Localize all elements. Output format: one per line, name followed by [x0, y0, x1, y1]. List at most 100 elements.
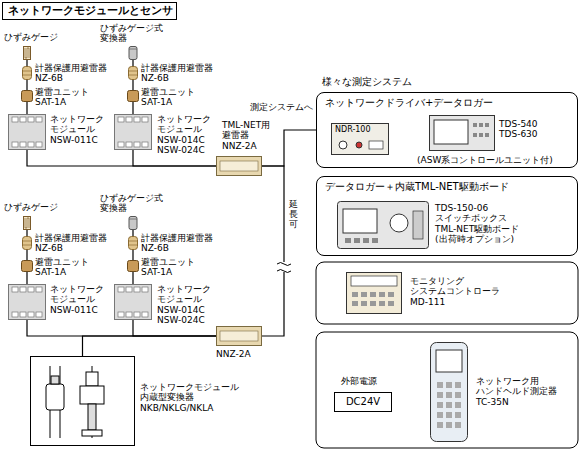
label-text: ネットワークモジュールとセンサ: [8, 5, 173, 18]
strain-gauge-icon: [23, 46, 31, 60]
handheld-meter-icon: [430, 342, 468, 442]
net-arrester-icon: [216, 156, 262, 176]
arrester-icon: [128, 66, 138, 80]
arrester: 計器保護用避雷器 NZ-6B: [22, 66, 32, 80]
label-text: 計器保護用避雷器 NZ-6B: [35, 63, 107, 84]
label-text: ネットワーク用 ハンドヘルド測定器 TC-35N: [476, 376, 557, 407]
label-text: ネットワーク モジュール NSW-011C: [50, 114, 104, 145]
system-controller: モニタリング システムコントローラ MD-111: [346, 272, 402, 314]
label-text: 測定システムへ: [250, 102, 313, 112]
label-text: ネットワーク モジュール NSW-014C NSW-024C: [157, 114, 211, 155]
connector-line: [83, 336, 217, 356]
connector-line: [262, 130, 316, 166]
arrester: 計器保護用避雷器 NZ-6B: [128, 236, 138, 250]
connector-line: [26, 102, 27, 114]
connector-line: [132, 230, 133, 236]
connector-line: [132, 250, 133, 260]
system-controller-icon: [346, 272, 402, 314]
connector-line: [132, 272, 133, 284]
transducer-icon: [128, 46, 138, 60]
label-text: 外部電源: [341, 376, 377, 386]
data-logger: TDS-540 TDS-630(ASW系コントロールユニット付): [429, 115, 495, 151]
label-text: (ASW系コントロールユニット付): [417, 155, 553, 165]
break-gap: [277, 262, 291, 272]
label-text: TDS-150-06 スイッチボックス TML-NET駆動ボード (出荷時オプシ…: [435, 203, 519, 244]
label-text: DC24V: [346, 396, 380, 408]
connector-line: [262, 166, 284, 336]
label-text: ひずみゲージ式 変換器: [100, 23, 163, 44]
connector-line: [26, 60, 27, 66]
arrester-unit-icon: [21, 90, 33, 102]
network-module-icon: [8, 284, 46, 320]
net-arrester-icon: [216, 326, 262, 346]
label-text: TML-NET用 避雷器 NNZ-2A: [222, 120, 270, 151]
arrester-icon: [22, 236, 32, 250]
network-module-icon: [114, 114, 152, 150]
network-module: ネットワーク モジュール NSW-011C: [8, 114, 46, 150]
arrester: 計器保護用避雷器 NZ-6B: [22, 236, 32, 250]
data-logger-icon: [429, 115, 495, 151]
arrester-unit-icon: [21, 260, 33, 272]
network-module: ネットワーク モジュール NSW-014C NSW-024C: [114, 114, 152, 150]
network-driver: NDR-100: [331, 123, 389, 155]
arrester-icon: [128, 236, 138, 250]
label-text: ひずみゲージ: [4, 202, 58, 212]
label-text: 計器保護用避雷器 NZ-6B: [35, 233, 107, 254]
label-text: TDS-540 TDS-630: [499, 119, 538, 140]
data-logger-icon: [337, 201, 429, 249]
network-module-icon: [114, 284, 152, 320]
handheld-meter: ネットワーク用 ハンドヘルド測定器 TC-35N: [430, 342, 468, 442]
network-module: ネットワーク モジュール NSW-011C: [8, 284, 46, 320]
transducer-icon: [128, 216, 138, 230]
arrester-unit: 避雷ユニット SAT-1A: [21, 260, 33, 272]
data-logger: TDS-150-06 スイッチボックス TML-NET駆動ボード (出荷時オプシ…: [337, 201, 429, 249]
strain-gauge: ひずみゲージ: [23, 46, 31, 60]
arrester-unit-icon: [127, 260, 139, 272]
arrester-unit: 避雷ユニット SAT-1A: [21, 90, 33, 102]
network-module: ネットワーク モジュール NSW-014C NSW-024C: [114, 284, 152, 320]
transducer: ひずみゲージ式 変換器: [128, 216, 138, 230]
label-text: ネットワークモジュール 内蔵型変換器 NKB/NKLG/NKLA: [140, 382, 239, 413]
label-text: ひずみゲージ: [4, 32, 58, 42]
transducer: ひずみゲージ式 変換器: [128, 46, 138, 60]
power-supply: 外部電源DC24V: [334, 392, 392, 412]
arrester-unit: 避雷ユニット SAT-1A: [127, 90, 139, 102]
label-text: モニタリング システムコントローラ MD-111: [410, 276, 500, 307]
system-panel: [316, 332, 578, 448]
label-text: 避雷ユニット SAT-1A: [35, 257, 89, 278]
label-text: 避雷ユニット SAT-1A: [141, 87, 195, 108]
strain-gauge: ひずみゲージ: [23, 216, 31, 230]
network-module-icon: [8, 114, 46, 150]
system-panel: ネットワークドライバ+データロガーNDR-100TDS-540 TDS-630(…: [316, 92, 578, 168]
label-text: 計器保護用避雷器 NZ-6B: [141, 63, 213, 84]
arrester-unit-icon: [127, 90, 139, 102]
net-arrester: TML-NET用 避雷器 NNZ-2A: [216, 156, 262, 176]
label-text: 延長可: [289, 200, 298, 230]
connector-line: [26, 80, 27, 90]
connector-line: [26, 250, 27, 260]
arrester: 計器保護用避雷器 NZ-6B: [128, 66, 138, 80]
connector-line: [26, 272, 27, 284]
connector-line: [132, 80, 133, 90]
break-mark: [277, 263, 291, 273]
connector-line: [26, 230, 27, 236]
arrester-unit: 避雷ユニット SAT-1A: [127, 260, 139, 272]
builtin-transducer-box-icon: [30, 356, 135, 446]
system-panel: [316, 262, 578, 324]
label-text: NNZ-2A: [216, 349, 251, 359]
system-panel: データロガー＋内蔵TML-NET駆動ボード TDS-150-06 スイッチボックス…: [316, 176, 578, 256]
label-text: 計器保護用避雷器 NZ-6B: [141, 233, 213, 254]
label-text: ネットワーク モジュール NSW-014C NSW-024C: [157, 284, 211, 325]
label-text: データロガー＋内蔵TML-NET駆動ボード: [325, 181, 509, 193]
label-text: 避雷ユニット SAT-1A: [35, 87, 89, 108]
label-text: ひずみゲージ式 変換器: [100, 193, 163, 214]
label-text: NDR-100: [335, 125, 371, 134]
strain-gauge-icon: [23, 216, 31, 230]
label-text: 避雷ユニット SAT-1A: [141, 257, 195, 278]
label-text: ネットワーク モジュール NSW-011C: [50, 284, 104, 315]
connector-line: [132, 102, 133, 114]
connector-line: [132, 60, 133, 66]
label-text: ネットワークドライバ+データロガー: [325, 97, 493, 109]
arrester-icon: [22, 66, 32, 80]
